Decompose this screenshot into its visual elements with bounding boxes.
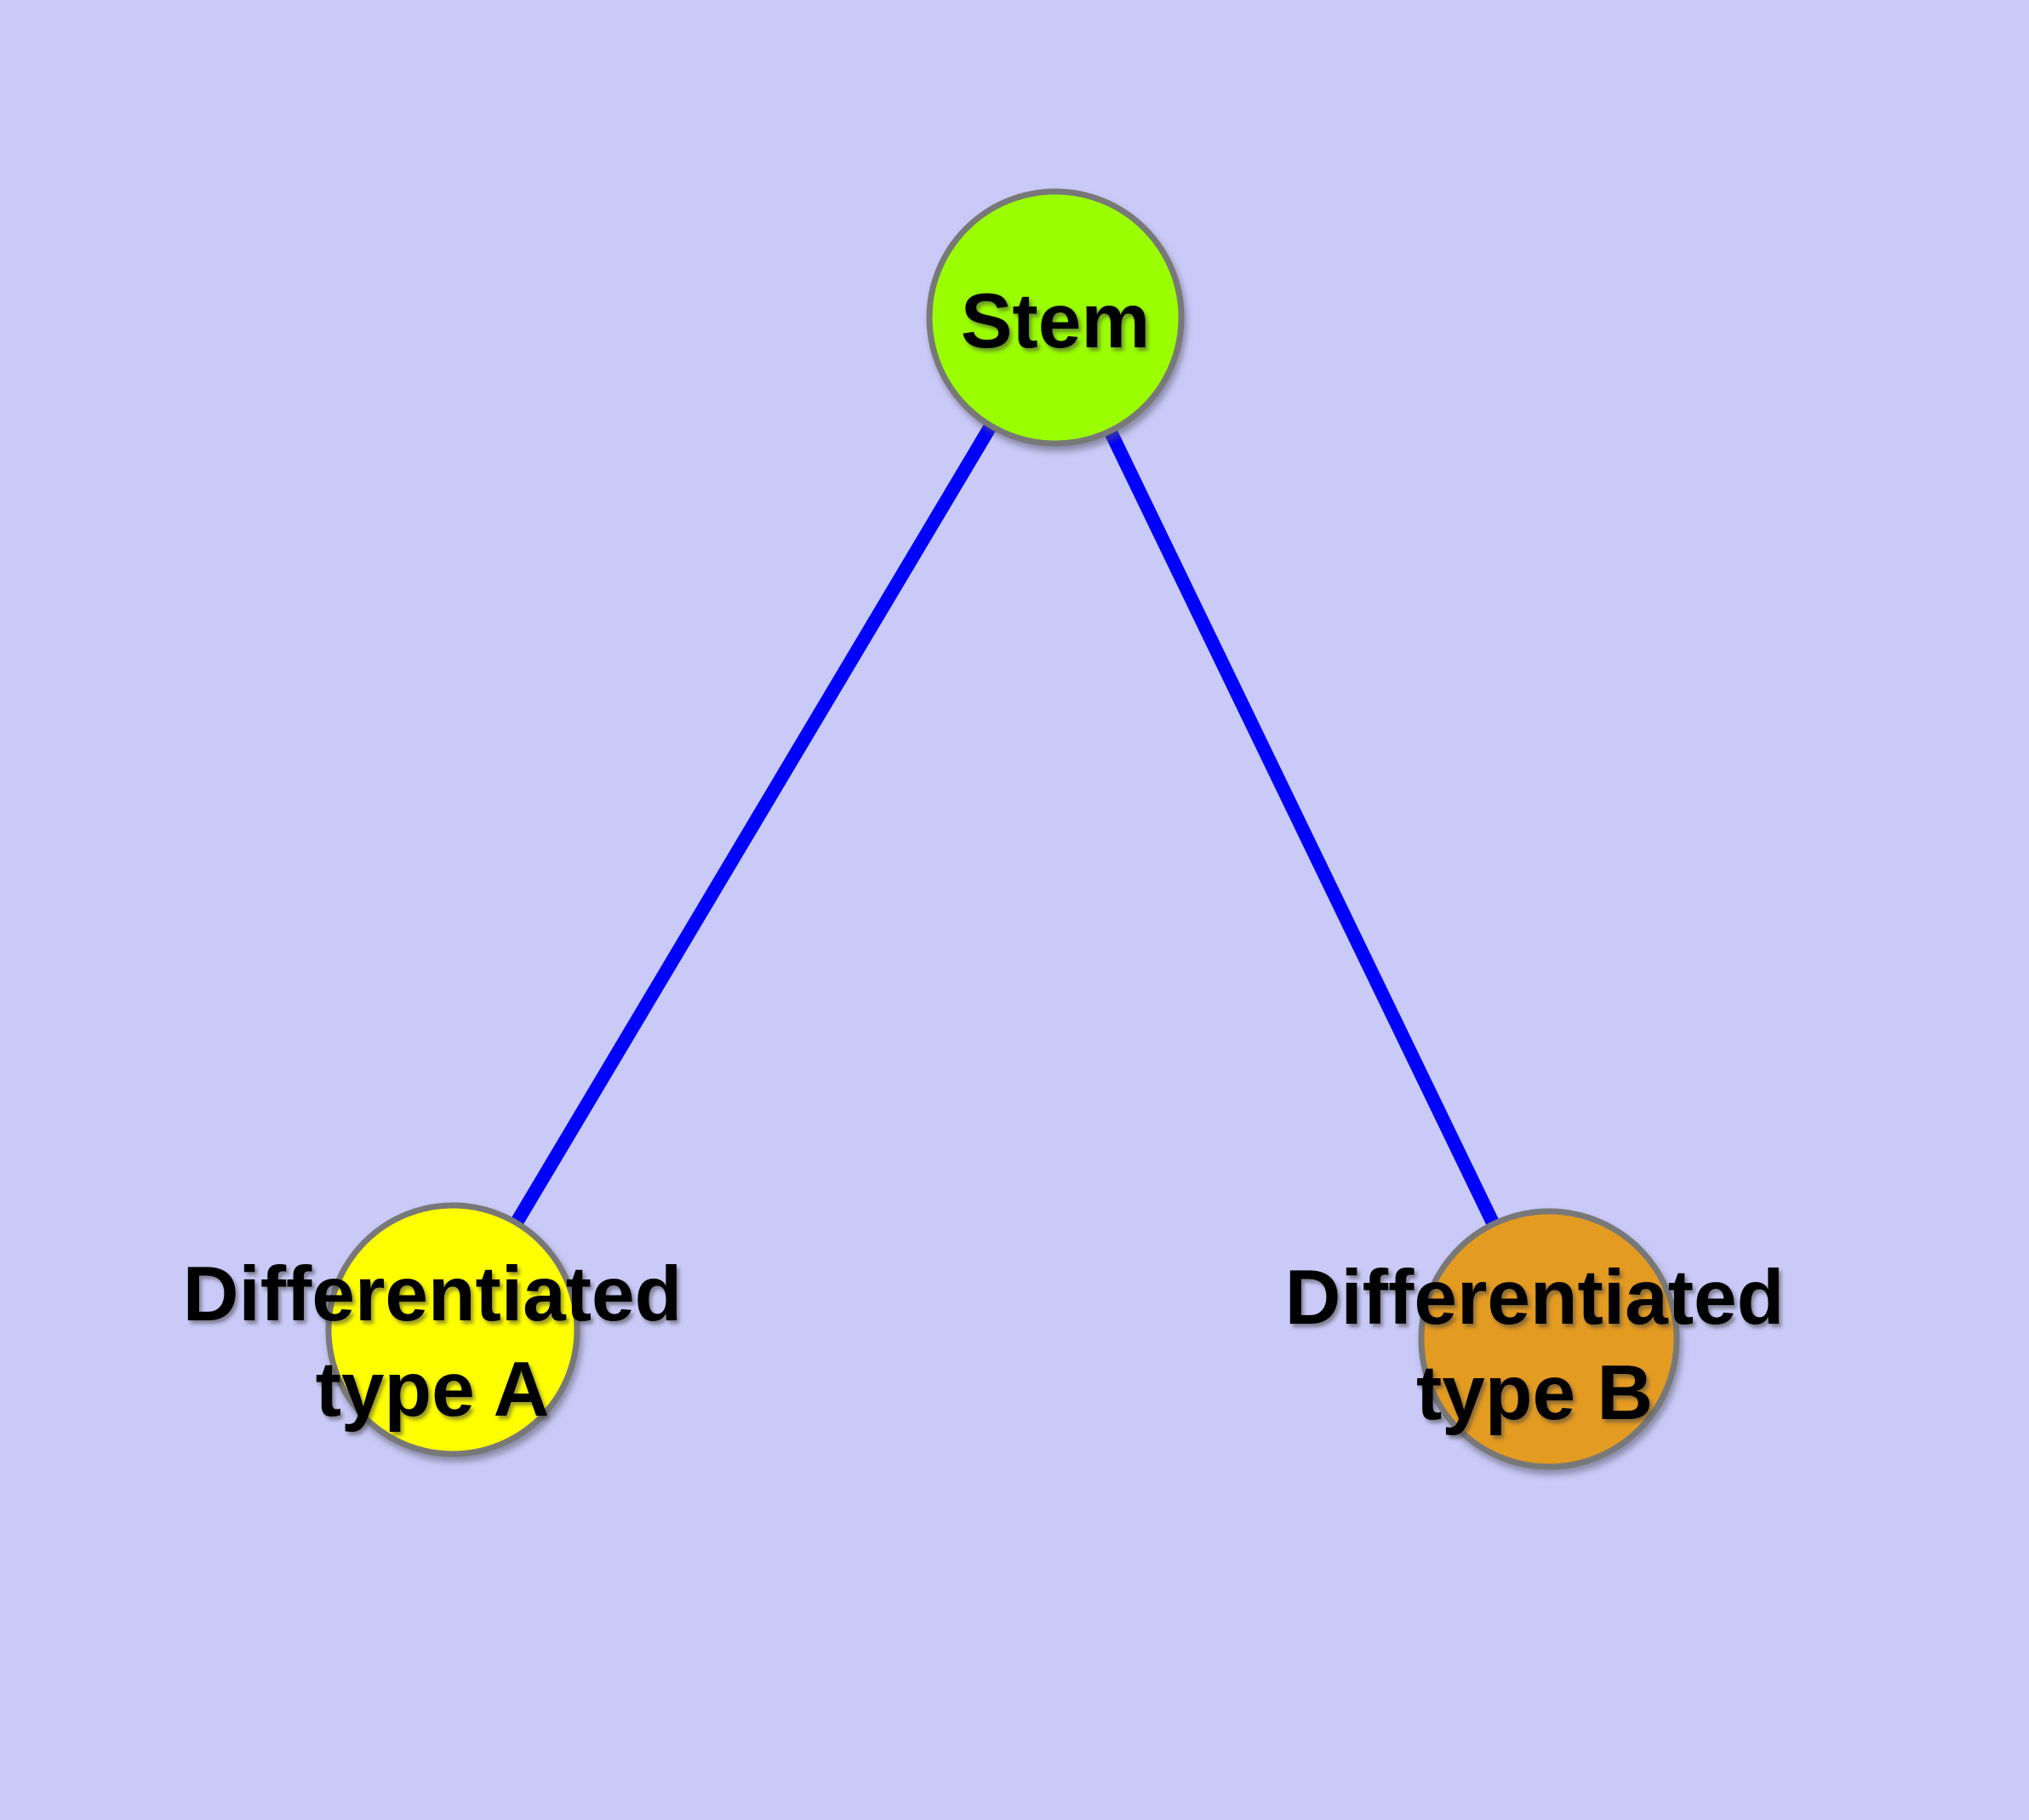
stem-node[interactable] xyxy=(926,188,1185,447)
edge-stem-to-type-b[interactable] xyxy=(1049,314,1556,1342)
edge-stem-to-type-a[interactable] xyxy=(447,313,1061,1334)
type-a-node[interactable] xyxy=(325,1202,580,1457)
type-b-node[interactable] xyxy=(1418,1208,1680,1470)
